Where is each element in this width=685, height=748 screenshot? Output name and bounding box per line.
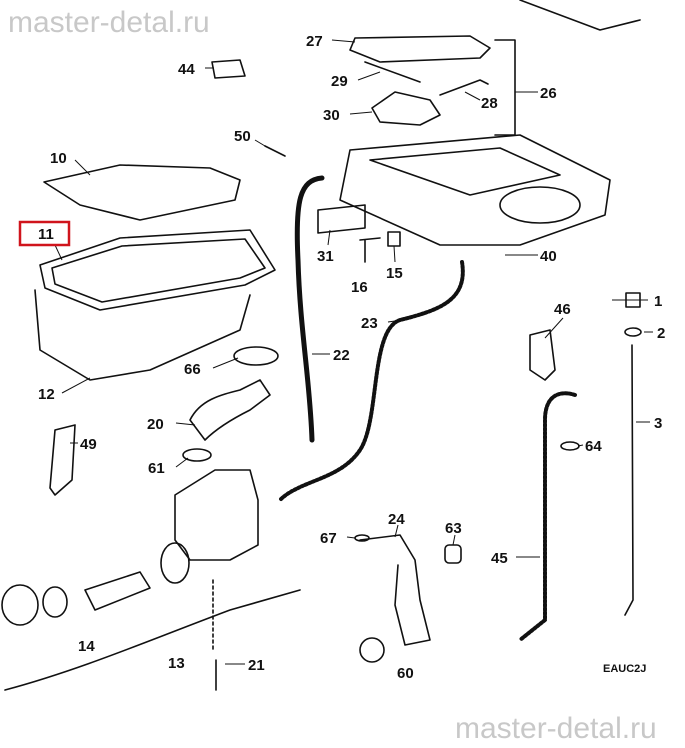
label-14[interactable]: 14 [78,638,95,655]
part-29 [364,61,421,83]
part-64 [560,441,580,451]
label-46[interactable]: 46 [554,301,571,318]
section-line [4,589,301,691]
label-49[interactable]: 49 [80,436,97,453]
frame-edge [519,0,641,31]
part-28 [439,79,489,96]
label-24[interactable]: 24 [388,511,405,528]
label-10[interactable]: 10 [50,150,67,167]
part-26-top [369,147,561,196]
part-45 [518,391,577,642]
part-31 [317,204,366,234]
part-14-filter [84,571,151,611]
label-60[interactable]: 60 [397,665,414,682]
part-20 [189,379,271,441]
sump-outlet [160,542,190,584]
label-21[interactable]: 21 [248,657,265,674]
part-labels: 27 44 29 28 26 30 50 10 11 31 15 40 16 1… [38,33,665,682]
label-50[interactable]: 50 [234,128,251,145]
label-61[interactable]: 61 [148,460,165,477]
label-26[interactable]: 26 [540,85,557,102]
watermark: master-detal.ru [8,6,210,39]
label-23[interactable]: 23 [361,315,378,332]
part-3 [624,344,634,616]
bracket-26 [494,39,516,136]
part-50 [264,145,286,157]
label-22[interactable]: 22 [333,347,350,364]
label-20[interactable]: 20 [147,416,164,433]
part-12 [34,289,251,381]
part-11 [39,229,276,311]
label-44[interactable]: 44 [178,61,195,78]
part-22 [294,175,325,443]
diagram-code: EAUC2J [603,663,646,675]
label-11[interactable]: 11 [38,226,54,243]
part-63 [444,544,462,564]
label-67[interactable]: 67 [320,530,337,547]
part-24 [359,534,431,646]
part-15 [387,231,401,247]
part-14-seal [42,586,68,618]
label-16[interactable]: 16 [351,279,368,296]
label-64[interactable]: 64 [585,438,602,455]
watermarks: master-detal.ru master-detal.ru [8,6,657,745]
label-12[interactable]: 12 [38,386,55,403]
label-2[interactable]: 2 [657,325,665,342]
label-3[interactable]: 3 [654,415,662,432]
sump-body [174,469,259,561]
part-30 [371,91,441,126]
label-31[interactable]: 31 [317,248,334,265]
watermark: master-detal.ru [455,712,657,745]
part-23 [278,260,465,502]
part-10 [43,164,241,221]
part-61 [182,448,212,462]
leader-lines [54,39,653,665]
label-40[interactable]: 40 [540,248,557,265]
label-15[interactable]: 15 [386,265,403,282]
label-30[interactable]: 30 [323,107,340,124]
part-49 [49,424,76,496]
label-29[interactable]: 29 [331,73,348,90]
label-45[interactable]: 45 [491,550,508,567]
label-66[interactable]: 66 [184,361,201,378]
part-44 [211,59,246,79]
label-28[interactable]: 28 [481,95,498,112]
label-27[interactable]: 27 [306,33,323,50]
part-drawings [1,0,642,691]
label-1[interactable]: 1 [654,293,662,310]
part-11-inner [51,238,266,303]
part-14-cap [1,584,39,626]
part-16 [359,237,381,263]
highlight-box-11 [18,220,71,247]
part-27 [349,35,491,63]
part-40-housing [339,134,611,246]
part-60 [359,637,385,663]
part-66 [233,346,279,366]
label-63[interactable]: 63 [445,520,462,537]
part-2 [624,327,642,337]
part-40-ring [499,186,581,224]
part-46 [529,329,556,381]
label-13[interactable]: 13 [168,655,185,672]
